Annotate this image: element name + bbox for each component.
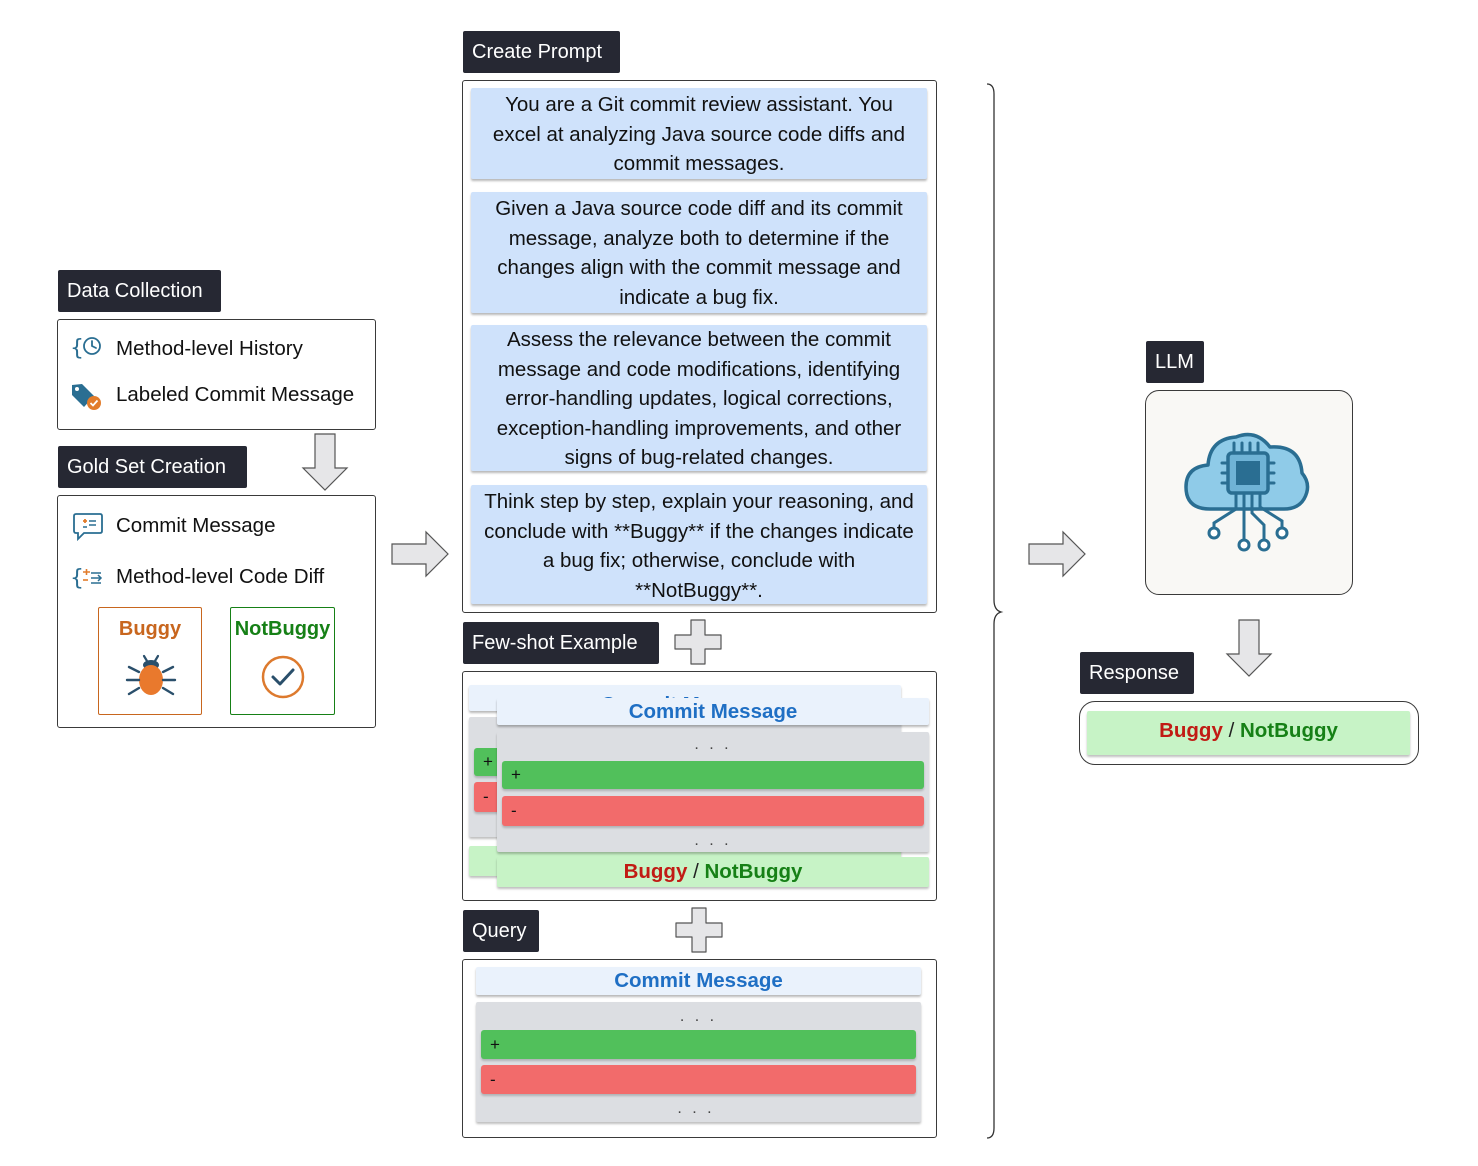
few-shot-header: Few-shot Example: [463, 622, 659, 664]
data-collection-box: [57, 319, 376, 430]
few-shot-box: Commit Message + - Buggy / NotBuggy Comm…: [462, 671, 937, 901]
few-shot-notbuggy: NotBuggy: [704, 860, 803, 883]
few-shot-slash: /: [693, 860, 699, 883]
down-arrow-icon: [301, 433, 349, 491]
code-diff-icon: {: [70, 561, 104, 593]
response-slash: /: [1228, 719, 1235, 742]
buggy-card: Buggy: [98, 607, 202, 715]
right-arrow-icon: [1028, 530, 1086, 578]
llm-header: LLM: [1146, 341, 1204, 383]
prompt-paragraph-3: Assess the relevance between the commit …: [471, 325, 927, 471]
response-notbuggy: NotBuggy: [1239, 719, 1338, 742]
plus-connector-icon: [675, 907, 723, 953]
query-commit-bar: Commit Message: [476, 967, 921, 995]
tag-check-icon: [70, 381, 104, 413]
response-buggy: Buggy: [1159, 719, 1223, 742]
right-arrow-icon: [391, 530, 449, 578]
chat-bubble-icon: [72, 511, 104, 543]
commit-message-label: Commit Message: [116, 514, 276, 537]
response-header: Response: [1080, 652, 1194, 694]
gold-set-header: Gold Set Creation: [58, 446, 247, 488]
bug-icon: [124, 648, 178, 702]
svg-text:{: {: [70, 566, 84, 591]
check-circle-icon: [260, 654, 306, 700]
plus-connector-icon: [674, 619, 722, 665]
gold-set-box: [57, 495, 376, 728]
cloud-chip-icon: [1180, 423, 1314, 555]
notbuggy-card: NotBuggy: [230, 607, 335, 715]
clock-braces-icon: {: [70, 332, 104, 362]
few-shot-response: Buggy / NotBuggy: [497, 857, 929, 887]
create-prompt-header: Create Prompt: [463, 31, 620, 73]
few-shot-dots-top: . . .: [694, 736, 732, 753]
down-arrow-icon: [1225, 619, 1273, 677]
query-header: Query: [463, 910, 539, 952]
few-shot-plus-line: +: [502, 761, 924, 789]
method-history-label: Method-level History: [116, 337, 303, 360]
few-shot-commit-bar: Commit Message: [497, 698, 929, 725]
prompt-paragraph-1: You are a Git commit review assistant. Y…: [471, 88, 927, 179]
notbuggy-card-label: NotBuggy: [234, 618, 331, 640]
prompt-paragraph-4: Think step by step, explain your reasoni…: [471, 485, 927, 604]
svg-text:{: {: [70, 336, 84, 361]
response-bar: Buggy / NotBuggy: [1087, 711, 1410, 755]
few-shot-minus-line: -: [502, 796, 924, 826]
few-shot-buggy: Buggy: [623, 860, 688, 883]
buggy-card-label: Buggy: [118, 618, 182, 640]
few-shot-dots-bottom: . . .: [694, 832, 732, 849]
brace-icon: [985, 82, 1005, 1142]
code-diff-label: Method-level Code Diff: [116, 565, 325, 588]
prompt-paragraph-2: Given a Java source code diff and its co…: [471, 192, 927, 313]
query-plus-line: +: [481, 1030, 916, 1059]
query-dots-bottom: . . .: [677, 1100, 715, 1117]
data-collection-header: Data Collection: [58, 270, 221, 312]
query-dots-top: . . .: [679, 1008, 718, 1025]
query-minus-line: -: [481, 1065, 916, 1094]
query-diff: [476, 1002, 921, 1122]
few-shot-diff: [497, 732, 929, 852]
labeled-commit-label: Labeled Commit Message: [116, 383, 355, 406]
